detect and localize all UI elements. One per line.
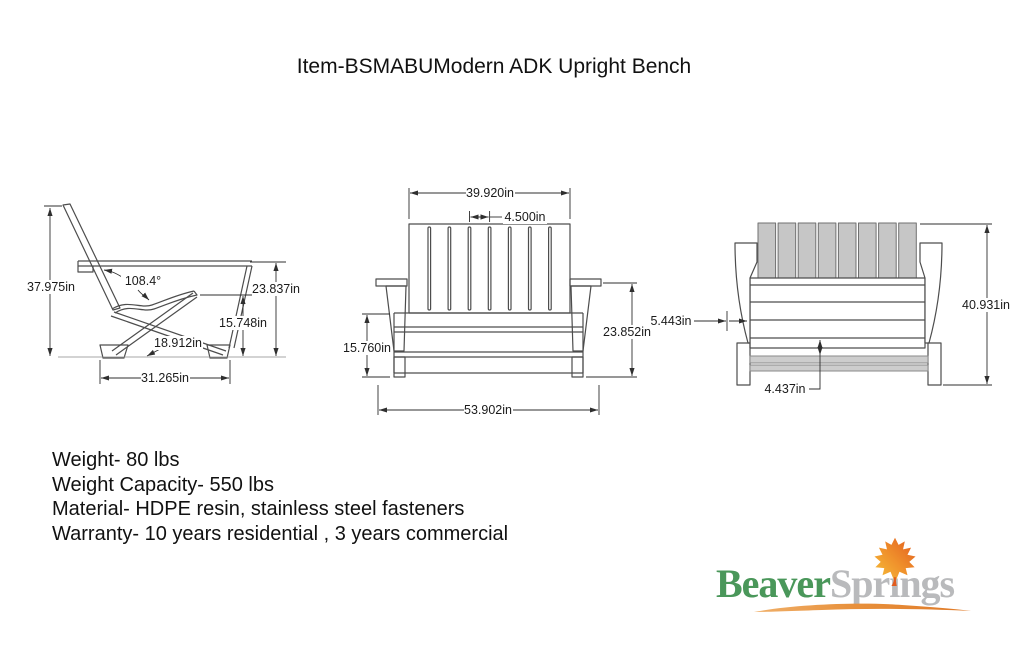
front-view-dimensions xyxy=(362,188,637,415)
side-seat-height-label: 15.748in xyxy=(219,316,267,330)
back-view-dimensions xyxy=(694,223,992,390)
side-arm-height-label: 23.837in xyxy=(252,282,300,296)
brand-name-beaver: Beaver xyxy=(716,561,831,606)
front-arm-height-label: 23.852in xyxy=(603,325,651,339)
front-seat-height-label: 15.760in xyxy=(343,341,391,355)
dimension-labels: 37.975in 108.4° 23.837in 15.748in 18.912… xyxy=(27,186,1011,417)
side-back-angle-label: 108.4° xyxy=(125,274,161,288)
spec-warranty: Warranty- 10 years residential , 3 years… xyxy=(52,523,509,546)
back-view-drawing xyxy=(734,222,943,386)
spec-capacity: Weight Capacity- 550 lbs xyxy=(52,473,274,496)
spec-weight: Weight- 80 lbs xyxy=(52,449,180,471)
spec-list: Weight- 80 lbs Weight Capacity- 550 lbs … xyxy=(52,448,508,547)
front-slat-width-label: 4.500in xyxy=(504,210,545,224)
spec-material: Material- HDPE resin, stainless steel fa… xyxy=(52,498,465,521)
logo-swoosh-underline xyxy=(754,603,971,612)
side-base-depth-label: 31.265in xyxy=(141,371,189,385)
front-view-drawing xyxy=(375,223,602,378)
side-overall-height-label: 37.975in xyxy=(27,280,75,294)
back-arm-width-label: 5.443in xyxy=(650,314,691,328)
page-title: Item-BSMABUModern ADK Upright Bench xyxy=(296,55,692,78)
front-overall-width-label: 53.902in xyxy=(464,403,512,417)
back-rail-clearance-label: 4.437in xyxy=(764,382,805,396)
front-back-width-label: 39.920in xyxy=(466,186,514,200)
back-overall-height-label: 40.931in xyxy=(962,298,1010,312)
maple-leaf-icon xyxy=(874,537,916,586)
side-view-drawing xyxy=(58,203,286,359)
brand-logo: BeaverSprings xyxy=(714,537,994,628)
side-seat-depth-label: 18.912in xyxy=(154,336,202,350)
